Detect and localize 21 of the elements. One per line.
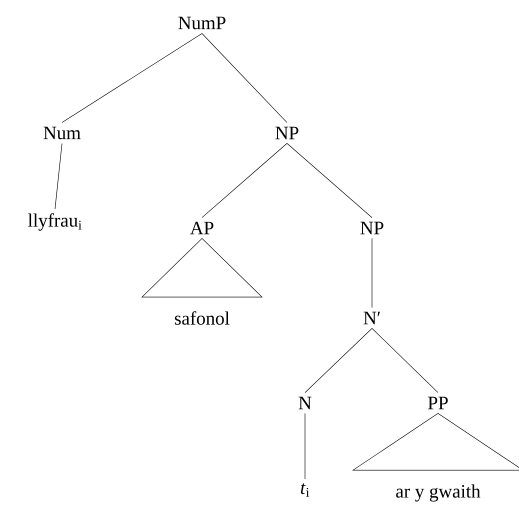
tree-label: N — [298, 396, 312, 410]
branch-line — [202, 33, 288, 123]
branch-line — [286, 143, 372, 218]
branch-line — [202, 143, 288, 218]
tree-label: Num — [44, 126, 81, 140]
tree-label: ar y gwaith — [396, 484, 480, 502]
tree-label: safonol — [174, 311, 230, 325]
branch-line — [372, 328, 438, 393]
branch-line — [62, 33, 202, 123]
tree-label: NumP — [178, 16, 226, 30]
triangle-branch — [352, 413, 519, 470]
tree-label: N′ — [364, 312, 380, 324]
tree-label: AP — [190, 222, 214, 234]
tree-label: NP — [275, 126, 298, 140]
tree-label: NP — [360, 222, 384, 234]
branch-line — [304, 328, 372, 393]
tree-label: t$_{i}$ — [300, 483, 310, 497]
tree-label: llyfrau$_{i}$ — [28, 213, 82, 231]
tree-label: PP — [428, 396, 448, 410]
branch-line — [304, 413, 306, 480]
branch-line — [54, 143, 62, 210]
